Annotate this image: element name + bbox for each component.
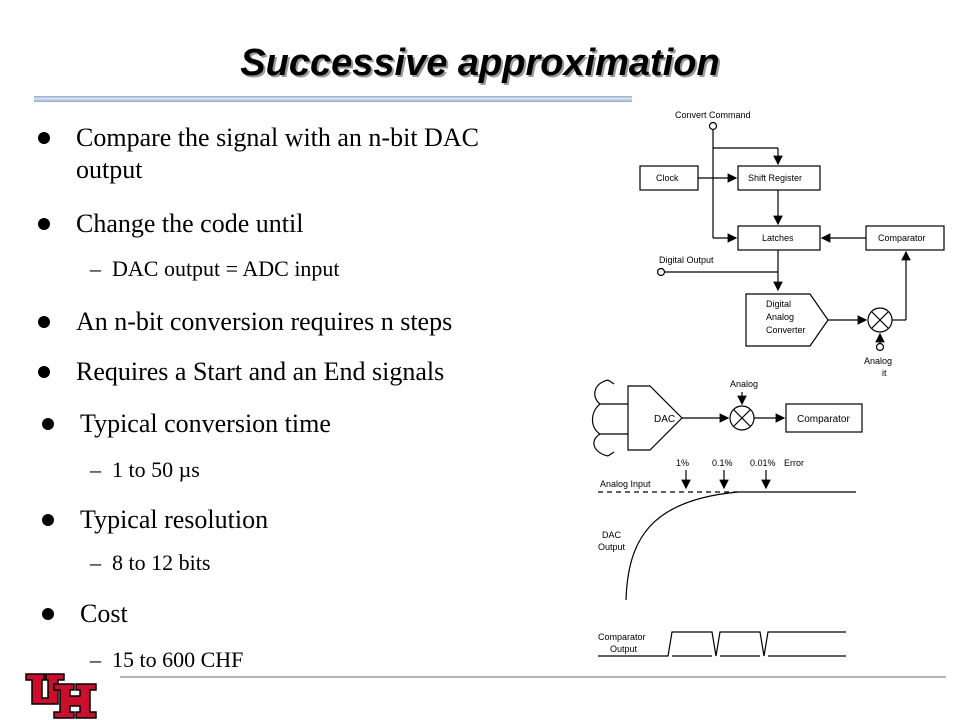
bullet-compare: Compare the signal with an n-bit DAC out… (38, 122, 518, 186)
error-0-01pct-label: 0.01% (750, 458, 776, 468)
sub-text: DAC output = ADC input (112, 256, 340, 281)
bullet-dot (42, 514, 54, 526)
sub-resolution: –8 to 12 bits (90, 550, 211, 575)
bullet-cost: Cost (42, 598, 342, 630)
sub-text: 15 to 600 CHF (112, 647, 244, 672)
title-underline (34, 96, 632, 102)
error-0-1pct-label: 0.1% (712, 458, 733, 468)
bullet-dot (42, 418, 54, 430)
bullet-resolution: Typical resolution (42, 504, 442, 536)
dac-output-trace-label-2: Output (598, 542, 626, 552)
analog-input-label: Analog (864, 356, 892, 366)
analog-input-trace-label: Analog Input (600, 479, 651, 489)
bullet-n-steps: An n-bit conversion requires n steps (38, 306, 558, 338)
clock-label: Clock (656, 173, 679, 183)
timing-analog-label: Analog (730, 379, 758, 389)
dac-label-line1: Digital (766, 299, 791, 309)
bullet-change-code: Change the code until (38, 208, 518, 240)
bullet-text: Requires a Start and an End signals (76, 357, 445, 386)
sub-cost: –15 to 600 CHF (90, 647, 244, 672)
sub-dac-output: –DAC output = ADC input (90, 256, 340, 281)
sub-text: 1 to 50 µs (112, 457, 200, 482)
bullet-dot (38, 316, 50, 328)
timing-dac-label: DAC (654, 414, 675, 425)
error-1pct-label: 1% (676, 458, 689, 468)
bullet-text: Cost (80, 599, 128, 628)
dac-label-line2: Analog (766, 312, 794, 322)
sub-text: 8 to 12 bits (112, 550, 211, 575)
input-bus-icon (591, 379, 609, 457)
error-label: Error (784, 458, 804, 468)
bullet-text: Typical conversion time (80, 409, 331, 438)
bullet-text: Change the code until (76, 209, 304, 238)
latches-label: Latches (762, 233, 794, 243)
university-logo (25, 673, 97, 719)
bullet-text: An n-bit conversion requires n steps (76, 307, 453, 336)
bullet-text: Typical resolution (80, 505, 269, 534)
dac-label-line3: Converter (766, 325, 806, 335)
convert-command-label: Convert Command (675, 110, 751, 120)
bullet-conversion-time: Typical conversion time (42, 408, 442, 440)
bullet-text: Compare the signal with an n-bit DAC out… (76, 123, 479, 184)
shift-register-label: Shift Register (748, 173, 802, 183)
footer-rule (120, 676, 946, 678)
bullet-start-end: Requires a Start and an End signals (38, 356, 558, 388)
dac-output-trace-label-1: DAC (602, 530, 622, 540)
timing-comparator-label: Comparator (797, 414, 850, 425)
digital-output-label: Digital Output (659, 255, 714, 265)
comparator-output-trace-label-1: Comparator (598, 632, 646, 642)
analog-input-label-cut: it (882, 368, 887, 378)
slide-title: Successive approximation (240, 42, 720, 84)
bullet-dot (38, 132, 50, 144)
comparator-label: Comparator (878, 233, 926, 243)
bullet-dot (38, 218, 50, 230)
comparator-output-trace-label-2: Output (610, 644, 638, 654)
bullet-dot (38, 366, 50, 378)
sub-conversion-time: –1 to 50 µs (90, 457, 200, 482)
bullet-dot (42, 608, 54, 620)
